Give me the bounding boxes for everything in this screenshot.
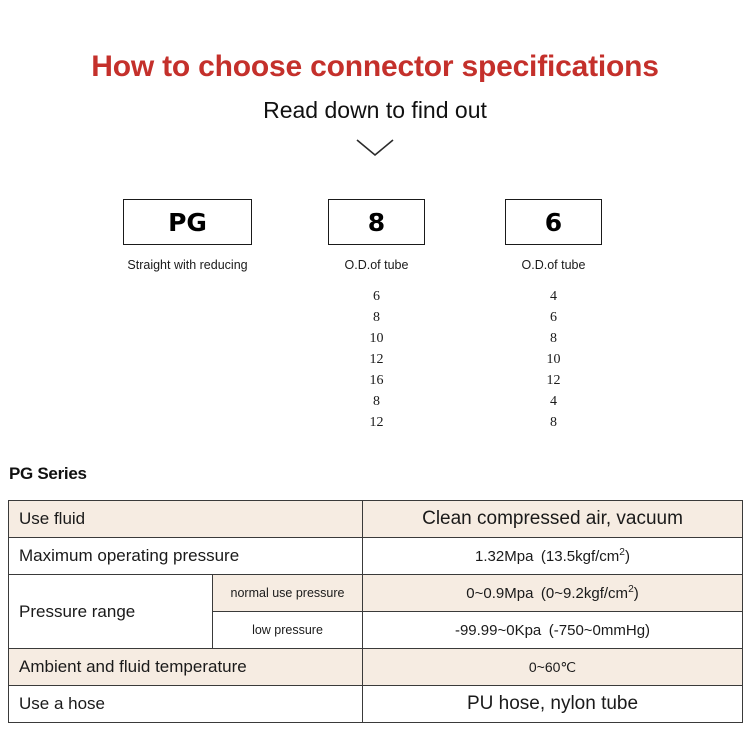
option-value[interactable]: 10 [369,331,384,346]
value-tail: ) [633,584,639,602]
page-subtitle: Read down to find out [263,97,487,123]
value-main: 1.32Mpa (13.5kgf/cm [475,547,620,565]
spec-value-max-operating-pressure: 1.32Mpa (13.5kgf/cm2) [362,537,744,575]
spec-value-use-fluid: Clean compressed air, vacuum [362,500,744,538]
value-superscript: 2 [619,546,625,558]
code-box-od-2[interactable]: 6 [505,199,602,245]
chevron-down-icon [356,139,394,157]
option-value[interactable]: 4 [550,289,557,304]
option-value[interactable]: 12 [369,352,384,367]
option-value[interactable]: 12 [369,415,384,430]
spec-value-normal-use-pressure: 0~0.9Mpa (0~9.2kgf/cm2) [362,574,744,612]
value-tail: ) [624,547,630,565]
spec-value-ambient-temperature: 0~60℃ [362,648,744,686]
option-value[interactable]: 16 [369,373,384,388]
table-row: Ambient and fluid temperature 0~60℃ [7,648,744,686]
table-row: Pressure range normal use pressure 0~0.9… [8,574,744,649]
code-box-caption-series: Straight with reducing [127,258,248,272]
option-value[interactable]: 8 [550,331,557,346]
option-value[interactable]: 8 [550,415,557,430]
option-column-od-2: 4 6 8 10 12 4 8 [505,286,602,433]
spec-label-use-a-hose: Use a hose [7,685,364,723]
spec-sublabel-low-pressure: low pressure [211,611,364,649]
spec-label-use-fluid: Use fluid [7,500,364,538]
page-title: How to choose connector specifications [91,50,659,83]
value-superscript: 2 [628,583,634,595]
spec-table-heading: PG Series [9,464,87,483]
code-box-od-1[interactable]: 8 [328,199,425,245]
option-value[interactable]: 8 [373,394,380,409]
spec-value-use-a-hose: PU hose, nylon tube [362,685,744,723]
value-main: 0~0.9Mpa (0~9.2kgf/cm [466,584,629,602]
code-box-caption-od-1: O.D.of tube [344,258,409,272]
option-value[interactable]: 6 [550,310,557,325]
option-value[interactable]: 8 [373,310,380,325]
option-value[interactable]: 10 [546,352,561,367]
option-column-od-1: 6 8 10 12 16 8 12 [328,286,425,433]
spec-label-pressure-range: Pressure range [8,574,213,649]
option-value[interactable]: 6 [373,289,380,304]
table-row: Use a hose PU hose, nylon tube [7,685,744,723]
option-value[interactable]: 4 [550,394,557,409]
spec-value-low-pressure: -99.99~0Kpa (-750~0mmHg) [362,611,744,649]
spec-sublabel-normal-use-pressure: normal use pressure [211,574,364,612]
value-main: -99.99~0Kpa (-750~0mmHg) [454,621,651,639]
spec-label-max-operating-pressure: Maximum operating pressure [7,537,364,575]
spec-table: Use fluid Clean compressed air, vacuum M… [7,500,744,723]
option-value[interactable]: 12 [546,373,561,388]
table-row: Use fluid Clean compressed air, vacuum [7,500,744,538]
spec-label-ambient-temperature: Ambient and fluid temperature [7,648,364,686]
code-box-series[interactable]: PG [123,199,252,245]
code-box-caption-od-2: O.D.of tube [521,258,586,272]
table-row: Maximum operating pressure 1.32Mpa (13.5… [7,537,744,575]
